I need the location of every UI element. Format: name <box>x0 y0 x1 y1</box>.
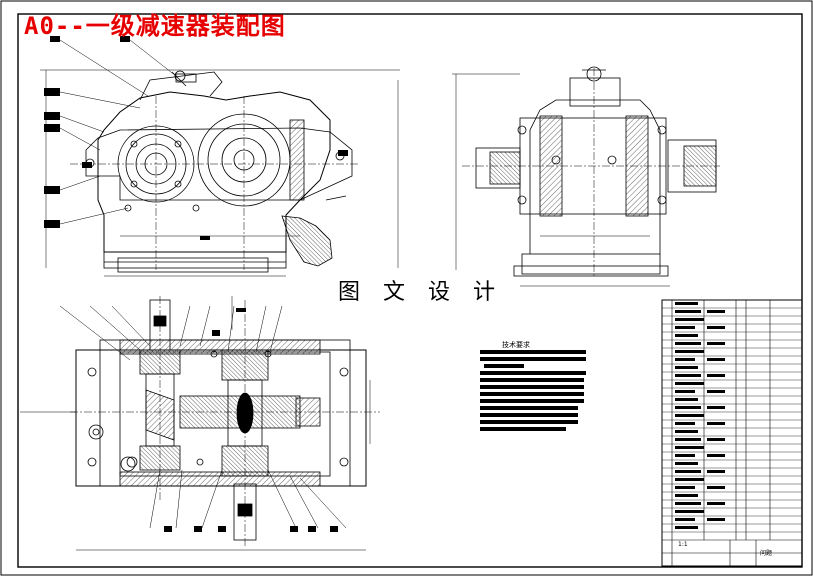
parts-list-entry-name <box>707 326 725 329</box>
parts-list-entry-name <box>707 342 725 345</box>
parts-list-entry-code <box>675 382 704 385</box>
parts-list-entry-code <box>675 526 698 529</box>
parts-list-entry-code <box>675 438 701 441</box>
parts-list-entry-name <box>707 358 725 361</box>
parts-list-entries <box>675 302 725 529</box>
side-view <box>452 66 720 287</box>
parts-list-entry-code <box>675 494 698 497</box>
parts-list-entry-name <box>707 502 725 505</box>
tech-requirements-title: 技术要求 <box>502 341 530 349</box>
parts-list-entry-code <box>675 502 701 505</box>
parts-list-entry-name <box>707 470 725 473</box>
parts-list-entry-code <box>675 446 704 449</box>
parts-list-entry-code <box>675 430 698 433</box>
parts-list-entry-name <box>707 486 725 489</box>
front-view <box>40 39 400 277</box>
parts-list-entry-code <box>675 334 698 337</box>
parts-list-entry-code <box>675 326 695 329</box>
parts-list-entry-code <box>675 422 695 425</box>
parts-list-entry-code <box>675 510 704 513</box>
parts-list-entry-name <box>707 454 725 457</box>
parts-list-entry-code <box>675 350 704 353</box>
top-view-callouts <box>164 308 338 532</box>
parts-list-entry-code <box>675 414 704 417</box>
parts-list-entry-name <box>707 422 725 425</box>
parts-list-entry-name <box>707 518 725 521</box>
scale-value: 1:1 <box>678 541 688 548</box>
parts-list-entry-code <box>675 318 704 321</box>
parts-list-entry-code <box>675 374 701 377</box>
front-view-callouts <box>44 36 348 240</box>
drawing-name-cell: 问题 <box>760 550 773 557</box>
parts-list-entry-code <box>675 302 698 305</box>
parts-list-entry-code <box>675 518 695 521</box>
parts-list-entry-name <box>707 390 725 393</box>
parts-list-entry-code <box>675 310 701 313</box>
parts-list-entry-code <box>675 366 698 369</box>
parts-list-entry-code <box>675 390 695 393</box>
parts-list-entry-name <box>707 438 725 441</box>
watermark-stamp: 图 文 设 计 <box>338 280 503 305</box>
title-block <box>662 539 802 566</box>
parts-list-entry-code <box>675 398 698 401</box>
tech-requirements-text <box>480 350 586 431</box>
parts-list-entry-name <box>707 374 725 377</box>
parts-list-entry-name <box>707 406 725 409</box>
parts-list-entry-code <box>675 478 704 481</box>
parts-list-entry-code <box>675 470 701 473</box>
drawing-title: A0--一级减速器装配图 <box>24 12 286 40</box>
parts-list-entry-code <box>675 342 701 345</box>
parts-list-entry-code <box>675 486 695 489</box>
parts-list-entry-code <box>675 358 695 361</box>
parts-list-entry-code <box>675 406 701 409</box>
parts-list-entry-code <box>675 454 695 457</box>
parts-list-entry-code <box>675 462 698 465</box>
parts-list-entry-name <box>707 310 725 313</box>
parts-list-rows <box>662 307 802 533</box>
top-sectional-view <box>20 296 380 551</box>
